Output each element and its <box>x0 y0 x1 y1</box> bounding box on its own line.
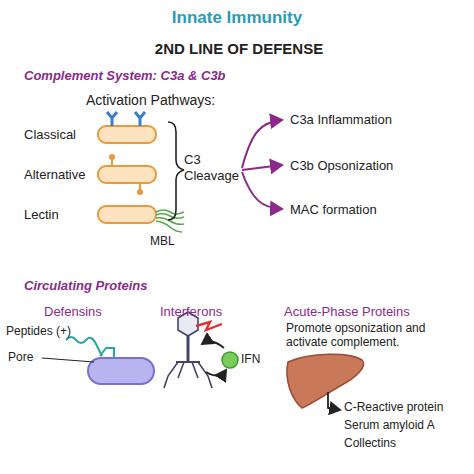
pathway-label: Lectin <box>24 207 59 223</box>
group-heading: Activation Pathways: <box>86 92 215 109</box>
outcome-label: C3b Opsonization <box>290 158 393 174</box>
bacterium-classical <box>98 112 156 143</box>
note: Promote opsonization and activate comple… <box>286 321 466 350</box>
subtitle: 2ND LINE OF DEFENSE <box>2 40 474 58</box>
column-heading: Defensins <box>44 304 102 320</box>
column-heading: Acute-Phase Proteins <box>284 304 410 320</box>
protein-label: C-Reactive protein <box>344 400 443 414</box>
brace <box>168 122 184 220</box>
column-heading: Interferons <box>160 304 222 320</box>
section-heading: Complement System: C3a & C3b <box>24 68 226 84</box>
outcome-label: MAC formation <box>290 202 377 218</box>
outcome-label: C3a Inflammation <box>290 112 392 128</box>
process-label: C3 Cleavage <box>184 152 246 183</box>
defensin-illustration <box>42 337 154 384</box>
part-label: Peptides (+) <box>6 324 71 338</box>
molecule-label: MBL <box>150 234 175 248</box>
protein-label: Serum amyloid A <box>344 418 435 432</box>
phage-illustration <box>164 312 238 388</box>
section-heading: Circulating Proteins <box>24 278 148 294</box>
protein-label: Collectins <box>344 436 396 450</box>
molecule-label: IFN <box>241 352 260 366</box>
diagram-title: Innate Immunity <box>0 8 474 28</box>
bacterium-alternative <box>98 154 156 195</box>
pathway-label: Alternative <box>24 167 85 183</box>
pathway-label: Classical <box>24 127 76 143</box>
part-label: Pore <box>8 350 33 364</box>
